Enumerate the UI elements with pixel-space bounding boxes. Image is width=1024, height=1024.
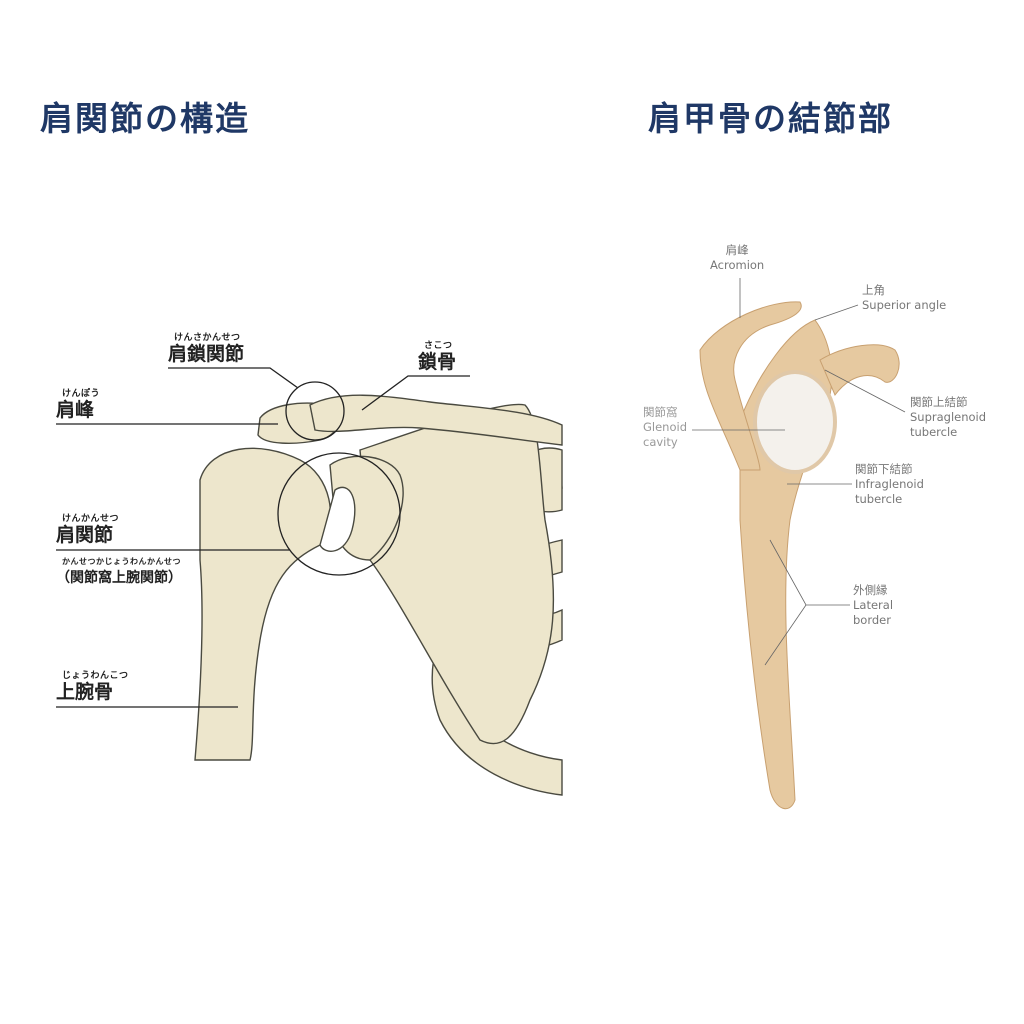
label-shoulder-joint: けんかんせつ 肩関節	[56, 511, 119, 546]
left-title: 肩関節の構造	[40, 99, 250, 138]
ruby: さこつ	[424, 341, 453, 351]
right-title: 肩甲骨の結節部	[648, 99, 893, 138]
scapula	[359, 403, 555, 745]
label-jp: 関節上結節	[910, 395, 968, 409]
humerus	[194, 447, 332, 761]
label-text: （関節窩上腕関節）	[56, 570, 182, 586]
label-glenoid-cavity: 関節窩 Glenoid cavity	[643, 405, 687, 450]
label-jp: 外側縁	[853, 583, 888, 597]
label-text: 上腕骨	[56, 681, 114, 703]
label-supraglenoid-tubercle: 関節上結節 Supraglenoid tubercle	[910, 395, 986, 440]
label-acromion-en: 肩峰 Acromion	[710, 243, 764, 273]
ruby: けんさかんせつ	[174, 333, 241, 343]
label-lateral-border: 外側縁 Lateral border	[853, 583, 893, 628]
ruby: けんかんせつ	[62, 514, 120, 524]
label-text: 肩鎖関節	[168, 343, 245, 365]
label-en: Glenoid	[643, 420, 688, 434]
label-clavicle: さこつ 鎖骨	[418, 338, 456, 373]
label-text: 肩峰	[56, 399, 95, 421]
label-text: 肩関節	[56, 524, 114, 546]
label-jp: 関節下結節	[855, 462, 913, 476]
label-jp: 関節窩	[643, 405, 678, 419]
label-jp: 上角	[862, 283, 885, 297]
clavicle	[309, 394, 563, 446]
label-en: Infraglenoid	[855, 477, 924, 491]
label-acromioclavicular-joint: けんさかんせつ 肩鎖関節	[168, 330, 244, 365]
ruby: かんせつかじょうわんかんせつ	[62, 557, 181, 566]
label-en: Acromion	[710, 258, 765, 272]
label-en: cavity	[643, 435, 678, 449]
label-glenohumeral-joint: かんせつかじょうわんかんせつ （関節窩上腕関節）	[56, 556, 182, 587]
label-superior-angle: 上角 Superior angle	[862, 283, 946, 313]
label-jp: 肩峰	[725, 243, 749, 257]
label-en: tubercle	[910, 425, 958, 439]
ruby: けんぽう	[62, 389, 101, 399]
label-acromion: けんぽう 肩峰	[56, 386, 100, 421]
label-en: Supraglenoid	[910, 410, 987, 424]
label-humerus: じょうわんこつ 上腕骨	[56, 668, 129, 703]
ruby: じょうわんこつ	[62, 671, 129, 681]
label-en: tubercle	[855, 492, 903, 506]
label-infraglenoid-tubercle: 関節下結節 Infraglenoid tubercle	[855, 462, 924, 507]
label-text: 鎖骨	[418, 351, 457, 373]
label-en: Lateral	[853, 598, 894, 612]
label-en: border	[853, 613, 891, 627]
label-en: Superior angle	[862, 298, 947, 312]
